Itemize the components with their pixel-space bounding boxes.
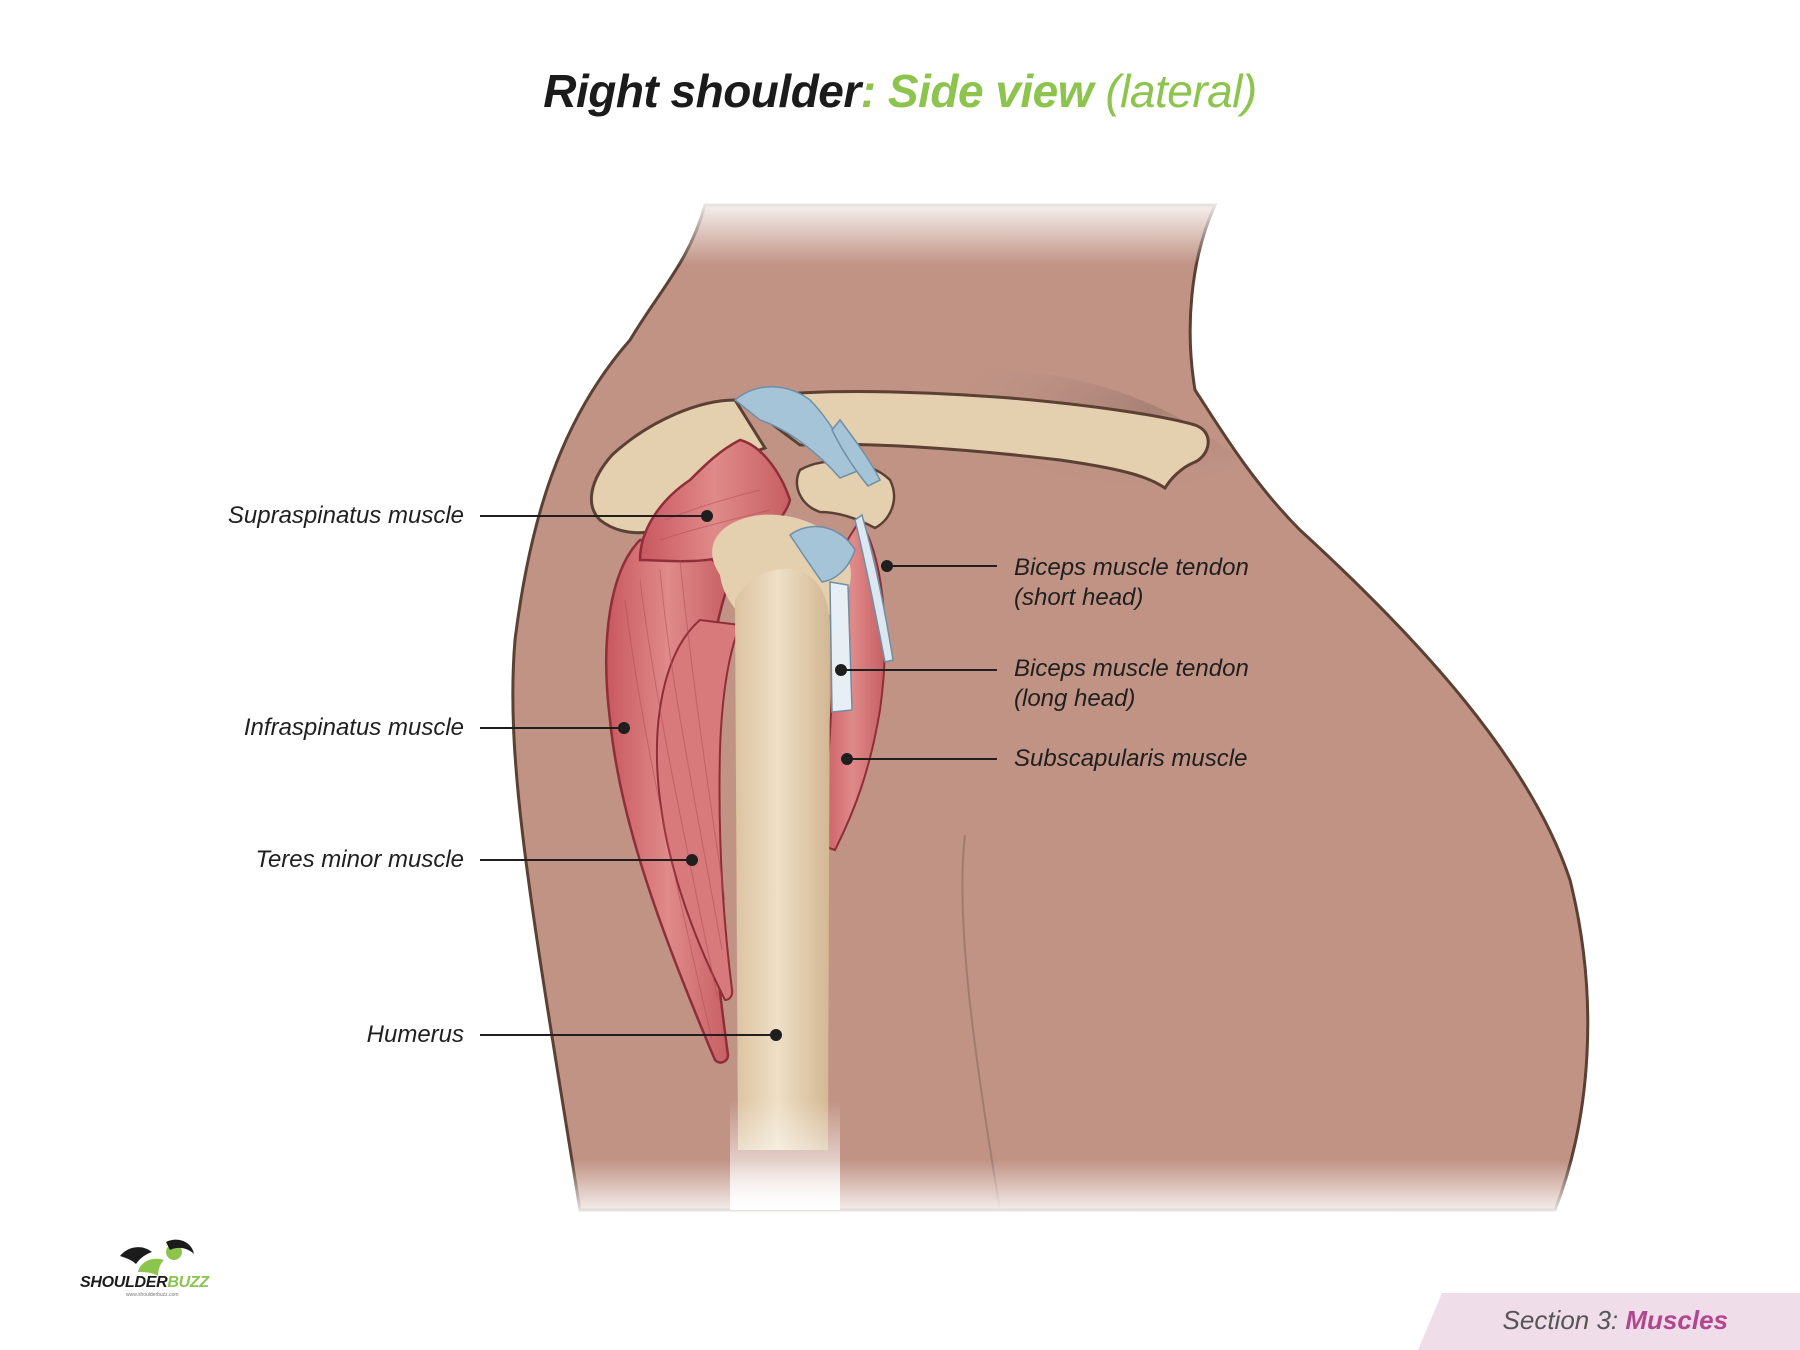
ligaments [733, 386, 882, 583]
dot-subscapularis [841, 753, 853, 765]
label-infraspinatus: Infraspinatus muscle [243, 714, 464, 741]
shoulderbuzz-logo-icon [120, 1239, 194, 1276]
dot-humerus [770, 1029, 782, 1041]
label-biceps-short-line2: (short head) [1014, 584, 1144, 611]
section-label: Section 3: Muscles [1503, 1305, 1728, 1336]
label-supraspinatus: Supraspinatus muscle [227, 502, 464, 529]
label-biceps-long-line1: Biceps muscle tendon [1014, 655, 1249, 682]
section-tab [1418, 1293, 1800, 1350]
page-title: Right shoulder: Side view (lateral) [0, 64, 1800, 118]
biceps-long-head-tendon [829, 581, 853, 713]
section-prefix: Section 3: [1502, 1305, 1626, 1335]
logo-wordmark: SHOULDERBUZZ [80, 1274, 209, 1292]
humerus-bone [735, 569, 830, 1150]
dot-infraspinatus [618, 722, 630, 734]
biceps-short-head-tendon [854, 513, 894, 663]
logo-url: www.shoulderbuzz.com [126, 1292, 179, 1298]
dot-biceps-long [835, 664, 847, 676]
label-biceps-long-line2: (long head) [1014, 685, 1136, 712]
dot-supraspinatus [701, 510, 713, 522]
dot-teres-minor [686, 854, 698, 866]
dot-biceps-short [881, 560, 893, 572]
label-biceps-long-head: Biceps muscle tendon (long head) [1014, 654, 1249, 714]
logo-name-part1: SHOULDER [80, 1274, 168, 1291]
label-biceps-short-line1: Biceps muscle tendon [1014, 554, 1249, 581]
logo-name-part2: BUZZ [167, 1274, 209, 1291]
label-subscapularis: Subscapularis muscle [1014, 745, 1248, 772]
label-humerus: Humerus [366, 1021, 464, 1048]
teres-minor-muscle [655, 618, 742, 1002]
label-teres-minor: Teres minor muscle [255, 846, 464, 873]
title-part-lateral: (lateral) [1105, 65, 1257, 117]
title-part-view: Side view [887, 65, 1094, 117]
title-part-shoulder: Right shoulder [543, 65, 861, 117]
section-name: Muscles [1625, 1305, 1728, 1335]
label-biceps-short-head: Biceps muscle tendon (short head) [1014, 553, 1249, 613]
title-colon: : [860, 65, 888, 117]
clavicle-bone [736, 390, 1210, 491]
